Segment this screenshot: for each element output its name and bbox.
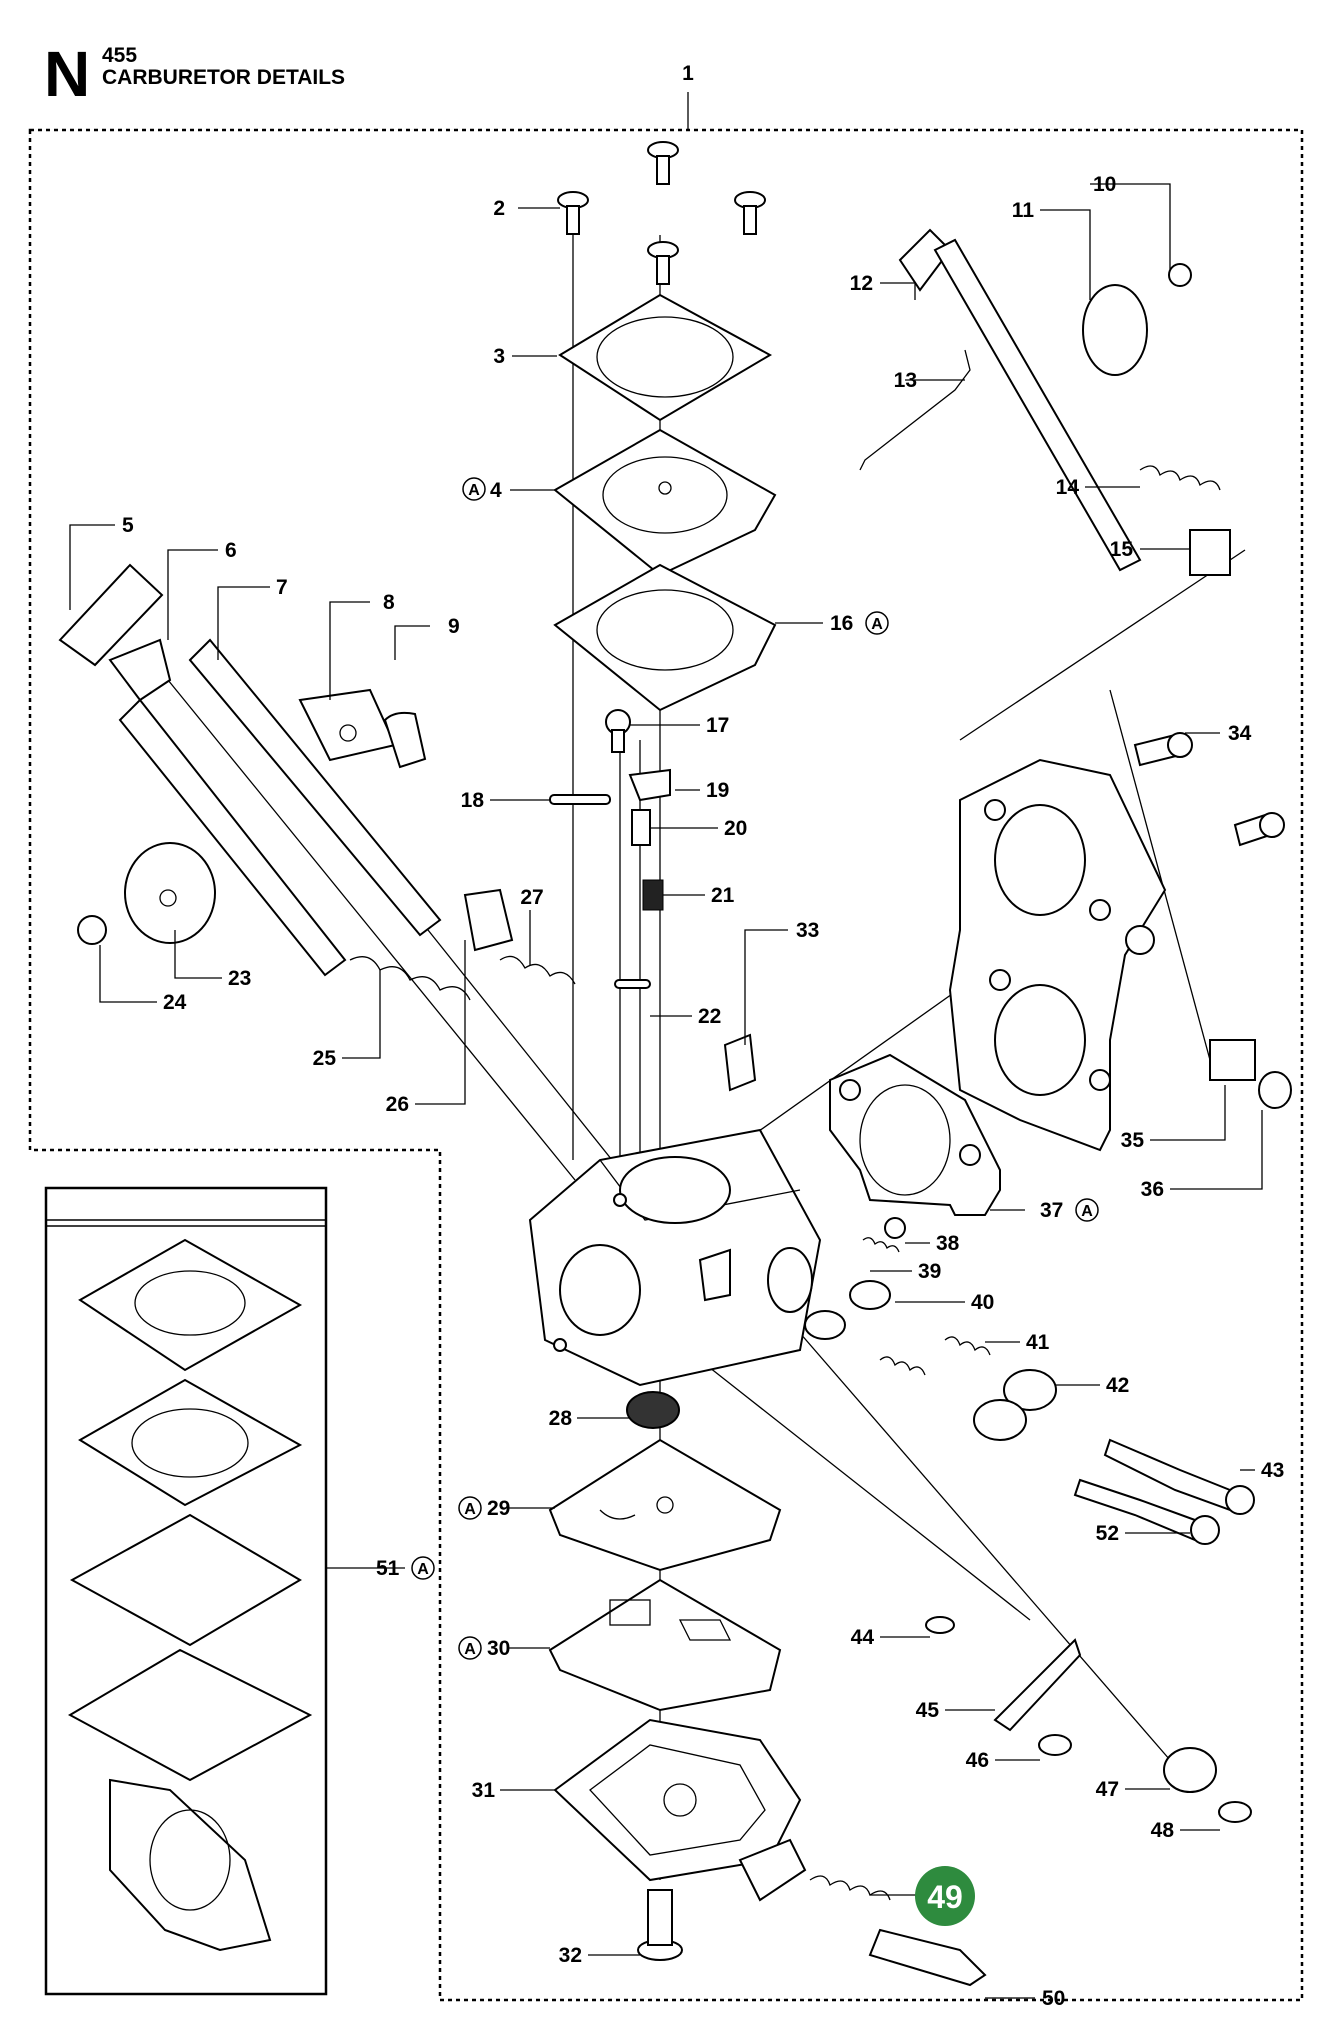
callout-10: 10	[1093, 173, 1116, 196]
svg-text:A: A	[871, 616, 883, 633]
callout-20: 20	[724, 817, 747, 840]
flange-screws-and-washers	[1133, 732, 1292, 1109]
callout-19: 19	[706, 779, 729, 802]
pump-cover	[558, 293, 773, 422]
section-letter: N	[44, 38, 91, 110]
svg-text:A: A	[464, 1501, 476, 1518]
pump-cover-lower	[553, 1718, 802, 1882]
lever-parts-44-48	[925, 1616, 1252, 1823]
callout-12: 12	[850, 272, 873, 295]
kit-marker-29: A	[458, 1496, 482, 1520]
carburetor-body	[528, 1128, 822, 1387]
callout-48: 48	[1151, 1819, 1175, 1842]
highlight-badge	[915, 1866, 975, 1926]
callout-24: 24	[163, 991, 187, 1014]
svg-text:A: A	[1081, 1203, 1093, 1220]
callout-23: 23	[228, 967, 251, 990]
gasket-diaphragm	[553, 563, 777, 712]
choke-shaft-assembly	[859, 228, 1231, 576]
leader-lines	[69, 92, 1263, 1999]
callout-5: 5	[122, 514, 134, 537]
kit-marker-37: A	[1075, 1198, 1099, 1222]
callout-26: 26	[386, 1093, 409, 1116]
callout-49-highlight[interactable]: 49	[915, 1866, 975, 1926]
callout-17: 17	[706, 714, 729, 737]
callout-2: 2	[493, 197, 505, 220]
callout-21: 21	[711, 884, 735, 907]
callout-46: 46	[966, 1749, 989, 1772]
callout-7: 7	[276, 576, 288, 599]
callout-4: 4	[490, 479, 502, 502]
metering-diaphragm	[553, 428, 777, 577]
callout-9: 9	[448, 615, 460, 638]
kit-marker-51: A	[411, 1556, 435, 1580]
callout-35: 35	[1121, 1129, 1145, 1152]
callout-39: 39	[918, 1260, 941, 1283]
cover-screws	[557, 141, 766, 285]
kit-box	[44, 1186, 328, 1996]
callout-13: 13	[894, 369, 917, 392]
intake-flange	[948, 758, 1167, 1152]
kit-marker-16: A	[865, 611, 889, 635]
callout-36: 36	[1141, 1178, 1164, 1201]
callout-28: 28	[549, 1407, 573, 1430]
callout-49: 49	[927, 1879, 963, 1915]
page-title: CARBURETOR DETAILS	[102, 66, 346, 89]
callout-40: 40	[971, 1291, 994, 1314]
callout-3: 3	[493, 345, 505, 368]
assembly-boundary	[28, 128, 1304, 2002]
svg-text:A: A	[468, 482, 480, 499]
callout-33: 33	[796, 919, 819, 942]
flange-gasket	[829, 1053, 1001, 1216]
callout-41: 41	[1026, 1331, 1050, 1354]
callout-25: 25	[313, 1047, 337, 1070]
callout-14: 14	[1056, 476, 1080, 499]
callout-27: 27	[520, 886, 543, 909]
callout-42: 42	[1106, 1374, 1129, 1397]
callout-47: 47	[1096, 1778, 1119, 1801]
callout-51: 51	[376, 1557, 400, 1580]
callout-44: 44	[851, 1626, 875, 1649]
callout-labels: 1 2 3 4 5 6 7 8 9 10 11 12 13 14 15 16 1…	[122, 62, 1284, 2010]
callout-43: 43	[1261, 1459, 1284, 1482]
callout-6: 6	[225, 539, 237, 562]
kit-contents	[67, 1238, 313, 1952]
adjusting-needles	[804, 1217, 1255, 1545]
callout-8: 8	[383, 591, 395, 614]
kit-markers: A A A A A A	[411, 477, 1099, 1660]
pump-gasket	[548, 1438, 782, 1572]
callout-34: 34	[1228, 722, 1252, 745]
svg-text:A: A	[464, 1641, 476, 1658]
callout-37: 37	[1040, 1199, 1063, 1222]
callout-30: 30	[487, 1637, 510, 1660]
callout-1: 1	[682, 62, 694, 85]
callout-22: 22	[698, 1005, 721, 1028]
callout-32: 32	[559, 1944, 582, 1967]
callout-45: 45	[916, 1699, 940, 1722]
model-number: 455	[102, 44, 138, 67]
callout-50: 50	[1042, 1987, 1065, 2010]
callout-15: 15	[1110, 538, 1134, 561]
callout-29: 29	[487, 1497, 510, 1520]
callout-38: 38	[936, 1232, 960, 1255]
callout-16: 16	[830, 612, 853, 635]
callout-18: 18	[461, 789, 485, 812]
kit-marker-30: A	[458, 1636, 482, 1660]
kit-marker-4: A	[462, 477, 486, 501]
pump-diaphragm	[548, 1578, 782, 1712]
callout-11: 11	[1012, 199, 1035, 222]
callout-31: 31	[472, 1779, 496, 1802]
idle-screw-assembly	[637, 1838, 987, 1987]
svg-text:A: A	[417, 1561, 429, 1578]
callout-52: 52	[1096, 1522, 1119, 1545]
throttle-shaft-assembly	[58, 563, 576, 1001]
fuel-screen	[626, 1391, 680, 1429]
